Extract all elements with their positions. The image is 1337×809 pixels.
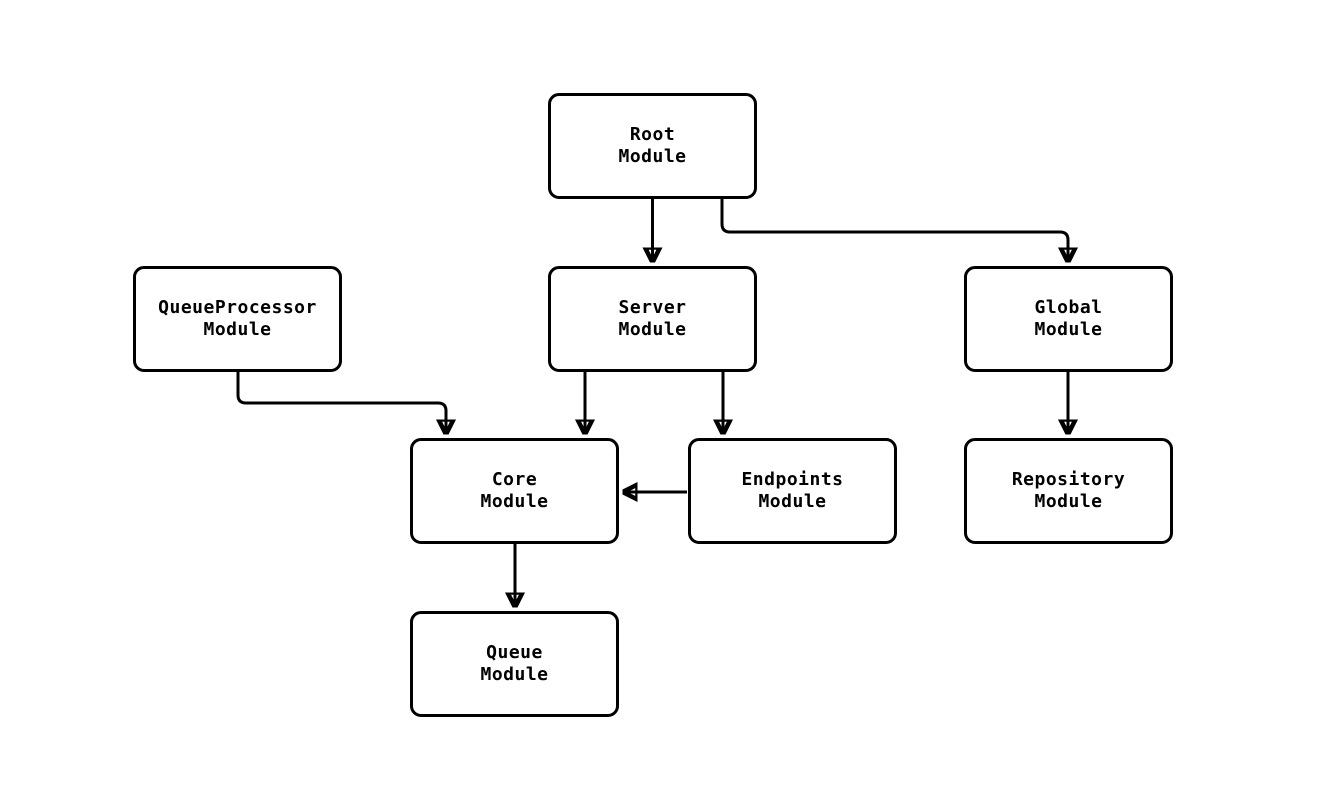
node-queue-module-label: Queue Module xyxy=(480,642,549,685)
node-core-module: Core Module xyxy=(410,438,619,544)
node-root-module: Root Module xyxy=(548,93,757,199)
node-queueprocessor-module-label: QueueProcessor Module xyxy=(158,297,317,340)
node-queue-module: Queue Module xyxy=(410,611,619,717)
edge-queueprocessor-to-core xyxy=(236,371,446,433)
node-server-module-label: Server Module xyxy=(618,297,687,340)
node-repository-module-label: Repository Module xyxy=(1011,469,1126,512)
edge-root-to-global xyxy=(720,197,1068,261)
node-global-module-label: Global Module xyxy=(1034,297,1103,340)
node-queueprocessor-module: QueueProcessor Module xyxy=(133,266,342,372)
node-endpoints-module-label: Endpoints Module xyxy=(741,469,844,512)
node-endpoints-module: Endpoints Module xyxy=(688,438,897,544)
node-repository-module: Repository Module xyxy=(964,438,1173,544)
node-core-module-label: Core Module xyxy=(480,469,549,512)
node-server-module: Server Module xyxy=(548,266,757,372)
node-global-module: Global Module xyxy=(964,266,1173,372)
node-root-module-label: Root Module xyxy=(618,124,687,167)
